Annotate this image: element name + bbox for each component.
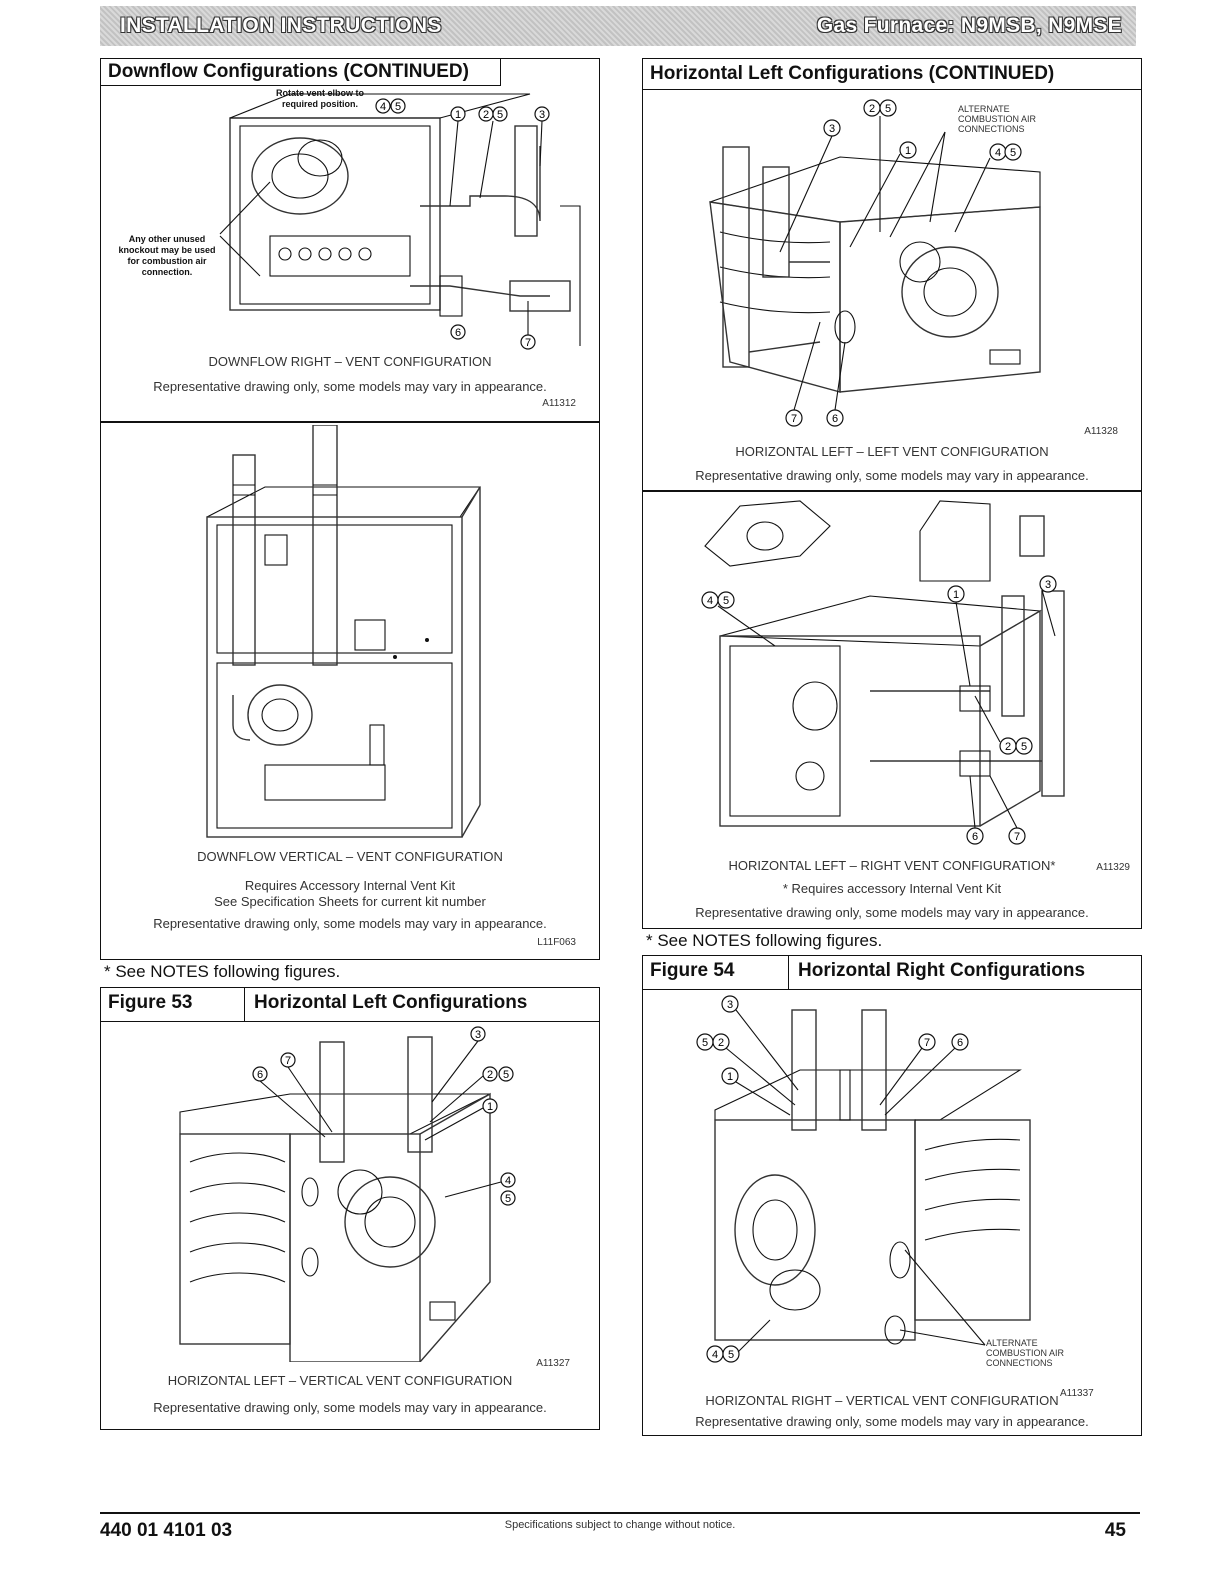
divider (642, 490, 1142, 492)
svg-text:7: 7 (1014, 831, 1020, 843)
svg-text:5: 5 (702, 1037, 708, 1049)
section-title: Downflow Configurations (CONTINUED) (101, 59, 501, 86)
alternate-combustion-label: ALTERNATE COMBUSTION AIR CONNECTIONS (958, 104, 1037, 134)
representative-note: Representative drawing only, some models… (695, 468, 1089, 483)
see-notes: * See NOTES following figures. (646, 931, 883, 950)
svg-text:2: 2 (483, 109, 489, 121)
page-header: INSTALLATION INSTRUCTIONS Gas Furnace: N… (100, 6, 1136, 46)
figure-label: Figure 54 (650, 960, 735, 981)
svg-text:1: 1 (455, 109, 461, 121)
figure-code: A11327 (536, 1358, 570, 1369)
rotate-elbow-note: Rotate vent elbow to required position. (275, 88, 364, 109)
representative-note: Representative drawing only, some models… (153, 916, 547, 931)
header-product: Gas Furnace: N9MSB, N9MSE (816, 14, 1122, 37)
figure-54: Figure 54 Horizontal Right Configuration… (642, 955, 1142, 1436)
svg-text:4: 4 (380, 101, 386, 113)
representative-note: Representative drawing only, some models… (695, 1414, 1089, 1429)
svg-text:5: 5 (505, 1193, 511, 1205)
svg-text:7: 7 (525, 337, 531, 349)
svg-text:4: 4 (707, 595, 713, 607)
svg-text:5: 5 (1010, 147, 1016, 159)
figure-caption: HORIZONTAL LEFT – VERTICAL VENT CONFIGUR… (167, 1373, 513, 1388)
figure-53: Figure 53 Horizontal Left Configurations (100, 987, 600, 1430)
svg-text:4: 4 (712, 1349, 718, 1361)
spec-note: See Specification Sheets for current kit… (214, 894, 486, 909)
svg-text:2: 2 (869, 103, 875, 115)
figure-caption: DOWNFLOW RIGHT – VENT CONFIGURATION (208, 354, 492, 369)
svg-text:6: 6 (257, 1069, 263, 1081)
svg-text:7: 7 (285, 1055, 291, 1067)
divider (100, 421, 600, 423)
figure-code: A11328 (1084, 426, 1118, 437)
requirement-note: * Requires accessory Internal Vent Kit (782, 881, 1002, 896)
figure-title: Horizontal Left Configurations (254, 992, 528, 1013)
svg-text:2: 2 (718, 1037, 724, 1049)
svg-text:5: 5 (1021, 741, 1027, 753)
svg-text:7: 7 (791, 413, 797, 425)
svg-text:5: 5 (395, 101, 401, 113)
knockout-note: Any other unused knockout may be used fo… (118, 234, 216, 277)
figure-label: Figure 53 (108, 992, 193, 1013)
horizontal-left-vertical-drawing: 6 7 3 2 5 1 4 5 (179, 1026, 516, 1362)
figure-code: A11312 (542, 398, 576, 409)
figure-title: Horizontal Right Configurations (798, 960, 1086, 981)
requirement-note: Requires Accessory Internal Vent Kit (244, 878, 456, 893)
downflow-vertical-drawing (206, 425, 482, 838)
figure-code: A11329 (1096, 862, 1130, 873)
representative-note: Representative drawing only, some models… (153, 1400, 547, 1415)
horizontal-left-continued-section: Horizontal Left Configurations (CONTINUE… (642, 58, 1142, 929)
representative-note: Representative drawing only, some models… (153, 379, 547, 394)
svg-text:5: 5 (885, 103, 891, 115)
representative-note: Representative drawing only, some models… (695, 905, 1089, 920)
svg-text:1: 1 (727, 1071, 733, 1083)
alternate-combustion-label: ALTERNATE COMBUSTION AIR CONNECTIONS (986, 1338, 1065, 1368)
downflow-right-drawing: 4 5 1 2 5 3 6 7 (219, 93, 581, 350)
svg-text:7: 7 (924, 1037, 930, 1049)
see-notes: * See NOTES following figures. (104, 962, 341, 981)
figure-code: L11F063 (537, 937, 576, 948)
footer-rule (100, 1512, 1140, 1514)
svg-text:1: 1 (905, 145, 911, 157)
section-title: Horizontal Left Configurations (CONTINUE… (643, 59, 1141, 90)
footer-notice: Specifications subject to change without… (504, 1519, 736, 1531)
header-title: INSTALLATION INSTRUCTIONS (120, 14, 442, 37)
svg-text:3: 3 (829, 123, 835, 135)
page-number: 45 (1104, 1520, 1126, 1541)
horizontal-left-left-vent-drawing: 2 5 3 1 4 5 7 6 (709, 99, 1041, 427)
svg-text:3: 3 (1045, 579, 1051, 591)
svg-text:6: 6 (832, 413, 838, 425)
svg-text:6: 6 (455, 327, 461, 339)
svg-text:5: 5 (723, 595, 729, 607)
svg-text:5: 5 (497, 109, 503, 121)
svg-text:2: 2 (487, 1069, 493, 1081)
svg-text:4: 4 (505, 1175, 511, 1187)
figure-caption: HORIZONTAL LEFT – RIGHT VENT CONFIGURATI… (728, 858, 1056, 873)
svg-text:3: 3 (475, 1029, 481, 1041)
svg-text:1: 1 (487, 1101, 493, 1113)
svg-text:5: 5 (503, 1069, 509, 1081)
svg-text:6: 6 (957, 1037, 963, 1049)
figure-caption: DOWNFLOW VERTICAL – VENT CONFIGURATION (197, 849, 503, 864)
svg-text:3: 3 (727, 999, 733, 1011)
svg-text:1: 1 (953, 589, 959, 601)
svg-text:6: 6 (972, 831, 978, 843)
svg-text:5: 5 (728, 1349, 734, 1361)
svg-text:2: 2 (1005, 741, 1011, 753)
horizontal-right-vertical-drawing: 3 5 2 1 7 6 4 5 (696, 995, 1031, 1363)
figure-caption: HORIZONTAL RIGHT – VERTICAL VENT CONFIGU… (705, 1393, 1059, 1408)
svg-text:4: 4 (995, 147, 1001, 159)
figure-code: A11337 (1060, 1388, 1094, 1399)
horizontal-left-right-vent-drawing: 4 5 1 3 2 5 6 7 (701, 500, 1065, 845)
svg-text:3: 3 (539, 109, 545, 121)
figure-caption: HORIZONTAL LEFT – LEFT VENT CONFIGURATIO… (735, 444, 1049, 459)
downflow-section: Downflow Configurations (CONTINUED) (100, 58, 600, 960)
document-number: 440 01 4101 03 (100, 1520, 233, 1541)
